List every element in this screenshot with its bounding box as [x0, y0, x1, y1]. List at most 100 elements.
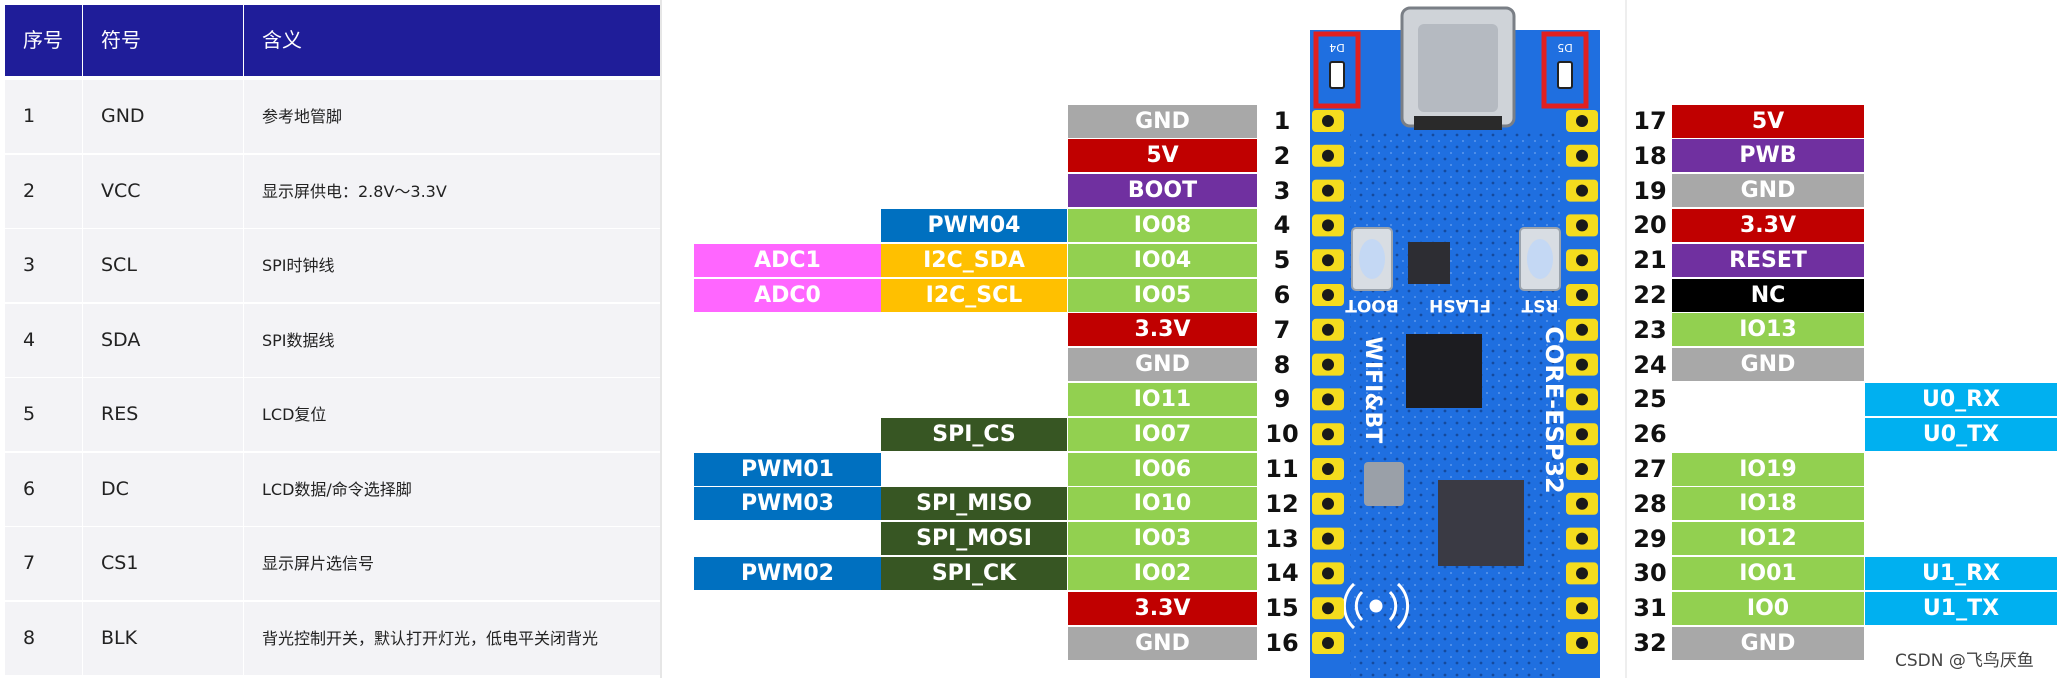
pin-number: 16 [1265, 629, 1299, 657]
table-cell-meaning: 背光控制开关，默认打开灯光，低电平关闭背光 [244, 602, 660, 675]
esp32-board-graphic: D4 D5 BOOT FLASH RST WIFI&BT CORE-ESP32 [1310, 6, 1600, 678]
table-cell-meaning: LCD数据/命令选择脚 [244, 453, 660, 526]
table-divider [660, 0, 662, 678]
pin-label: PWB [1672, 139, 1864, 172]
pad-hole [1322, 393, 1334, 406]
pad-hole [1576, 149, 1588, 162]
pad-hole [1576, 567, 1588, 580]
table-header-index: 序号 [5, 5, 82, 76]
pin-number: 15 [1265, 594, 1299, 622]
boot-button [1351, 227, 1393, 291]
pin-label: IO05 [1068, 279, 1257, 312]
pin-label: SPI_CS [881, 418, 1067, 451]
pin-label: 3.3V [1672, 209, 1864, 242]
pin-label: GND [1068, 627, 1257, 660]
table-header-meaning: 含义 [244, 5, 660, 76]
pad-hole [1322, 323, 1334, 336]
wifi-icon [1342, 582, 1410, 630]
silk-boot: BOOT [1345, 295, 1399, 315]
pin-label: PWM02 [694, 557, 881, 590]
pin-label: U1_RX [1865, 557, 2057, 590]
pin-number: 12 [1265, 490, 1299, 518]
pin-label: 5V [1672, 105, 1864, 138]
table-cell-symbol: RES [83, 378, 243, 451]
pin-number: 14 [1265, 559, 1299, 587]
usb-chip [1408, 242, 1450, 284]
pad-hole [1322, 428, 1334, 441]
table-cell-symbol: BLK [83, 602, 243, 675]
crystal [1364, 462, 1404, 506]
table-cell-index: 2 [5, 155, 82, 228]
table-cell-meaning: 显示屏供电：2.8V～3.3V [244, 155, 660, 228]
pin-label: IO10 [1068, 487, 1257, 520]
pin-label: RESET [1672, 244, 1864, 277]
pin-label: IO19 [1672, 453, 1864, 486]
pin-label: GND [1068, 105, 1257, 138]
pin-label: IO12 [1672, 522, 1864, 555]
pin-label: PWM01 [694, 453, 881, 486]
pad-hole [1576, 428, 1588, 441]
pad-hole [1322, 115, 1334, 127]
table-cell-meaning: SPI数据线 [244, 304, 660, 377]
table-cell-index: 7 [5, 527, 82, 600]
pin-number: 24 [1633, 351, 1667, 379]
pin-label: IO01 [1672, 557, 1864, 590]
pad-hole [1576, 219, 1588, 232]
pin-label: IO08 [1068, 209, 1257, 242]
pin-label: 3.3V [1068, 592, 1257, 625]
table-cell-index: 4 [5, 304, 82, 377]
pin-number: 32 [1633, 629, 1667, 657]
pin-number: 13 [1265, 525, 1299, 553]
table-cell-meaning: SPI时钟线 [244, 229, 660, 302]
pad-hole [1576, 393, 1588, 406]
pin-number: 5 [1273, 246, 1291, 274]
pad-hole [1322, 289, 1334, 301]
table-cell-symbol: SCL [83, 229, 243, 302]
pin-number: 31 [1633, 594, 1667, 622]
pin-label: IO13 [1672, 313, 1864, 346]
pin-label: PWM03 [694, 487, 881, 520]
pin-label: GND [1068, 348, 1257, 381]
pin-label: ADC1 [694, 244, 881, 277]
pad-hole [1322, 149, 1334, 162]
pad-hole [1576, 497, 1588, 510]
silk-core-esp32: CORE-ESP32 [1540, 326, 1568, 494]
pin-number: 19 [1633, 177, 1667, 205]
pin-label: IO18 [1672, 487, 1864, 520]
table-cell-symbol: DC [83, 453, 243, 526]
table-cell-meaning: 显示屏片选信号 [244, 527, 660, 600]
table-cell-symbol: CS1 [83, 527, 243, 600]
pin-label: GND [1672, 627, 1864, 660]
pad-hole [1576, 323, 1588, 336]
pin-number: 4 [1273, 211, 1291, 239]
pad-hole [1576, 532, 1588, 545]
pad-hole [1322, 254, 1334, 267]
silk-d5: D5 [1557, 41, 1572, 54]
pin-number: 8 [1273, 351, 1291, 379]
pin-number: 29 [1633, 525, 1667, 553]
pin-label: U0_TX [1865, 418, 2057, 451]
reset-button [1519, 227, 1561, 291]
pin-label: ADC0 [694, 279, 881, 312]
pin-number: 11 [1265, 455, 1299, 483]
pin-label: IO0 [1672, 592, 1864, 625]
right-pad-column [1566, 110, 1598, 654]
pad-hole [1322, 497, 1334, 510]
pin-number: 22 [1633, 281, 1667, 309]
pin-label: IO02 [1068, 557, 1257, 590]
pin-label: SPI_MOSI [881, 522, 1067, 555]
pin-number: 7 [1273, 316, 1291, 344]
watermark: CSDN @飞鸟厌鱼 [1895, 651, 2034, 671]
pad-hole [1322, 532, 1334, 545]
silk-d4: D4 [1329, 41, 1344, 54]
table-cell-symbol: VCC [83, 155, 243, 228]
pin-number: 28 [1633, 490, 1667, 518]
pad-hole [1322, 463, 1334, 475]
pin-number: 18 [1633, 142, 1667, 170]
pin-label: SPI_CK [881, 557, 1067, 590]
pin-label: GND [1672, 348, 1864, 381]
pin-label: SPI_MISO [881, 487, 1067, 520]
pin-number: 25 [1633, 385, 1667, 413]
pad-hole [1322, 637, 1334, 649]
pad-hole [1322, 358, 1334, 371]
